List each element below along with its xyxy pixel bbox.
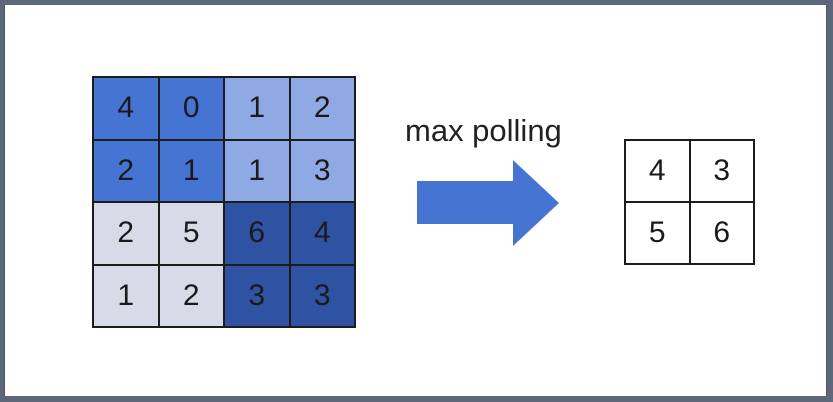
input-matrix: 4 0 1 2 2 1 1 3 2 5 6 4 1 2 3 3	[92, 76, 356, 328]
input-cell-2-1: 5	[158, 202, 224, 265]
input-cell-2-0: 2	[93, 202, 159, 265]
input-cell-2-2: 6	[224, 202, 290, 265]
input-cell-1-2: 1	[224, 139, 290, 202]
input-cell-3-2: 3	[224, 264, 290, 327]
operation-label: max polling	[405, 113, 562, 148]
input-cell-1-3: 3	[289, 139, 355, 202]
input-cell-0-3: 2	[289, 77, 355, 140]
input-cell-2-3: 4	[289, 202, 355, 265]
input-cell-3-0: 1	[93, 264, 159, 327]
arrow-shape	[417, 160, 559, 246]
input-cell-3-1: 2	[158, 264, 224, 327]
right-arrow-icon	[417, 160, 559, 246]
input-cell-0-1: 0	[158, 77, 224, 140]
output-matrix: 4 3 5 6	[624, 139, 755, 265]
input-cell-1-1: 1	[158, 139, 224, 202]
input-cell-0-0: 4	[93, 77, 159, 140]
input-cell-3-3: 3	[289, 264, 355, 327]
output-cell-0-1: 3	[689, 140, 754, 202]
output-cell-1-0: 5	[625, 202, 690, 264]
input-cell-1-0: 2	[93, 139, 159, 202]
input-cell-0-2: 1	[224, 77, 290, 140]
diagram-frame: 4 0 1 2 2 1 1 3 2 5 6 4 1 2 3 3 max poll…	[4, 5, 827, 396]
output-cell-0-0: 4	[625, 140, 690, 202]
output-cell-1-1: 6	[689, 202, 754, 264]
